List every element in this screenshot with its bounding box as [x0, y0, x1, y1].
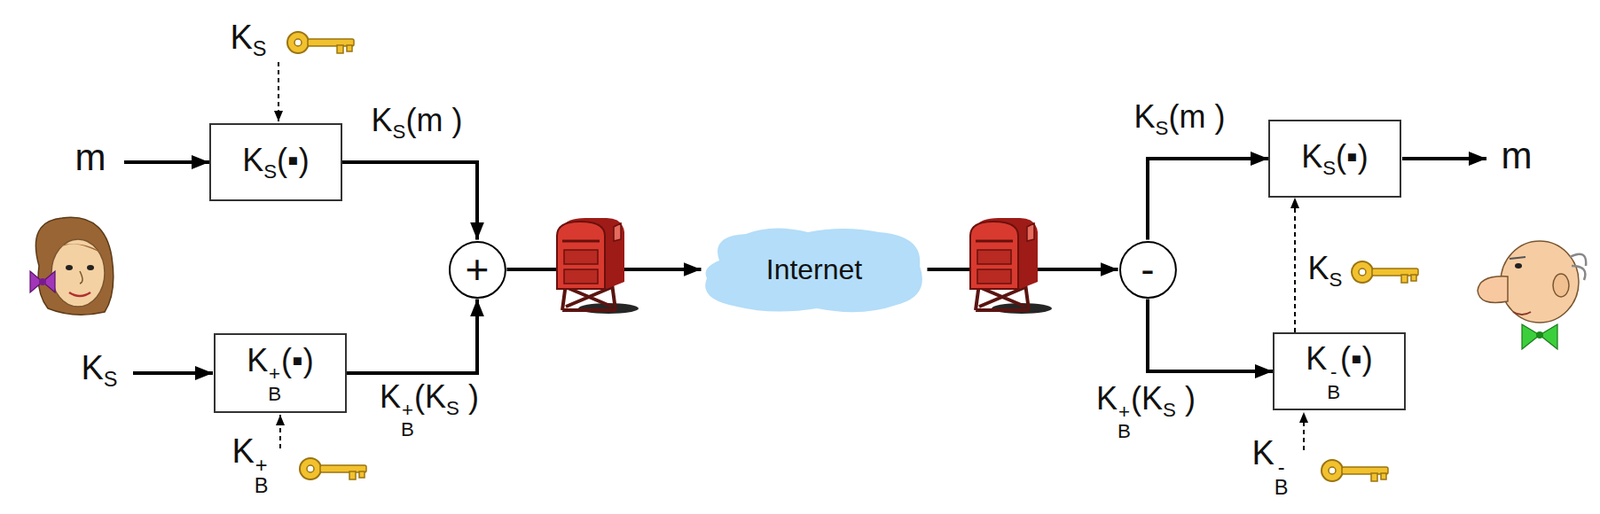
key-input-line: [1302, 412, 1305, 451]
cipher-box: KB+(▪): [213, 333, 347, 414]
edge-label: KS(m ): [1132, 98, 1228, 140]
output-arrow: [1402, 156, 1487, 161]
key-label: KB+: [229, 432, 270, 498]
key-icon: [287, 31, 354, 54]
connector-group: [342, 158, 1295, 374]
key-icon: [299, 458, 367, 480]
input-arrow: [133, 371, 213, 376]
connector-arrow: [1147, 158, 1269, 241]
connector-arrow: [1294, 197, 1296, 333]
edge-label: KS: [1306, 250, 1345, 291]
mailbox-icon: [556, 218, 639, 314]
network-cloud: Internet: [701, 225, 928, 314]
key-label: KB-: [1249, 434, 1290, 500]
split-circle: -: [1118, 240, 1178, 300]
cipher-box: KS(▪): [1268, 119, 1402, 198]
combine-circle: +: [447, 240, 508, 300]
edge-label: KB+(KS ): [377, 378, 481, 441]
connector-arrow: [346, 298, 478, 374]
edge-label: KS(m ): [369, 101, 465, 143]
mailbox-icon: [970, 218, 1052, 314]
cipher-box: KS(▪): [209, 123, 343, 202]
node-text: KB+(▪): [246, 342, 314, 405]
bob-figure: [1477, 241, 1586, 350]
node-text: KB-(▪): [1305, 340, 1373, 403]
connector-arrow: [342, 162, 478, 241]
key-input-line: [279, 415, 282, 449]
message-label: m: [73, 136, 109, 180]
connector-arrow: [1147, 298, 1273, 372]
message-label: m: [1499, 134, 1535, 178]
input-arrow: [124, 160, 210, 165]
node-text: KS(▪): [1301, 138, 1369, 180]
cipher-box: KB-(▪): [1272, 332, 1406, 411]
edge-label: KB+(KS ): [1094, 380, 1198, 443]
alice-figure: [30, 217, 114, 315]
node-text: Internet: [766, 253, 863, 287]
node-text: +: [465, 246, 490, 294]
node-text: KS(▪): [242, 141, 310, 183]
key-icon: [1351, 261, 1419, 283]
key-icon: [1321, 460, 1389, 482]
key-input-line: [277, 62, 280, 122]
key-label: KS: [78, 349, 119, 393]
key-label: KS: [227, 18, 268, 62]
node-text: -: [1140, 246, 1154, 294]
